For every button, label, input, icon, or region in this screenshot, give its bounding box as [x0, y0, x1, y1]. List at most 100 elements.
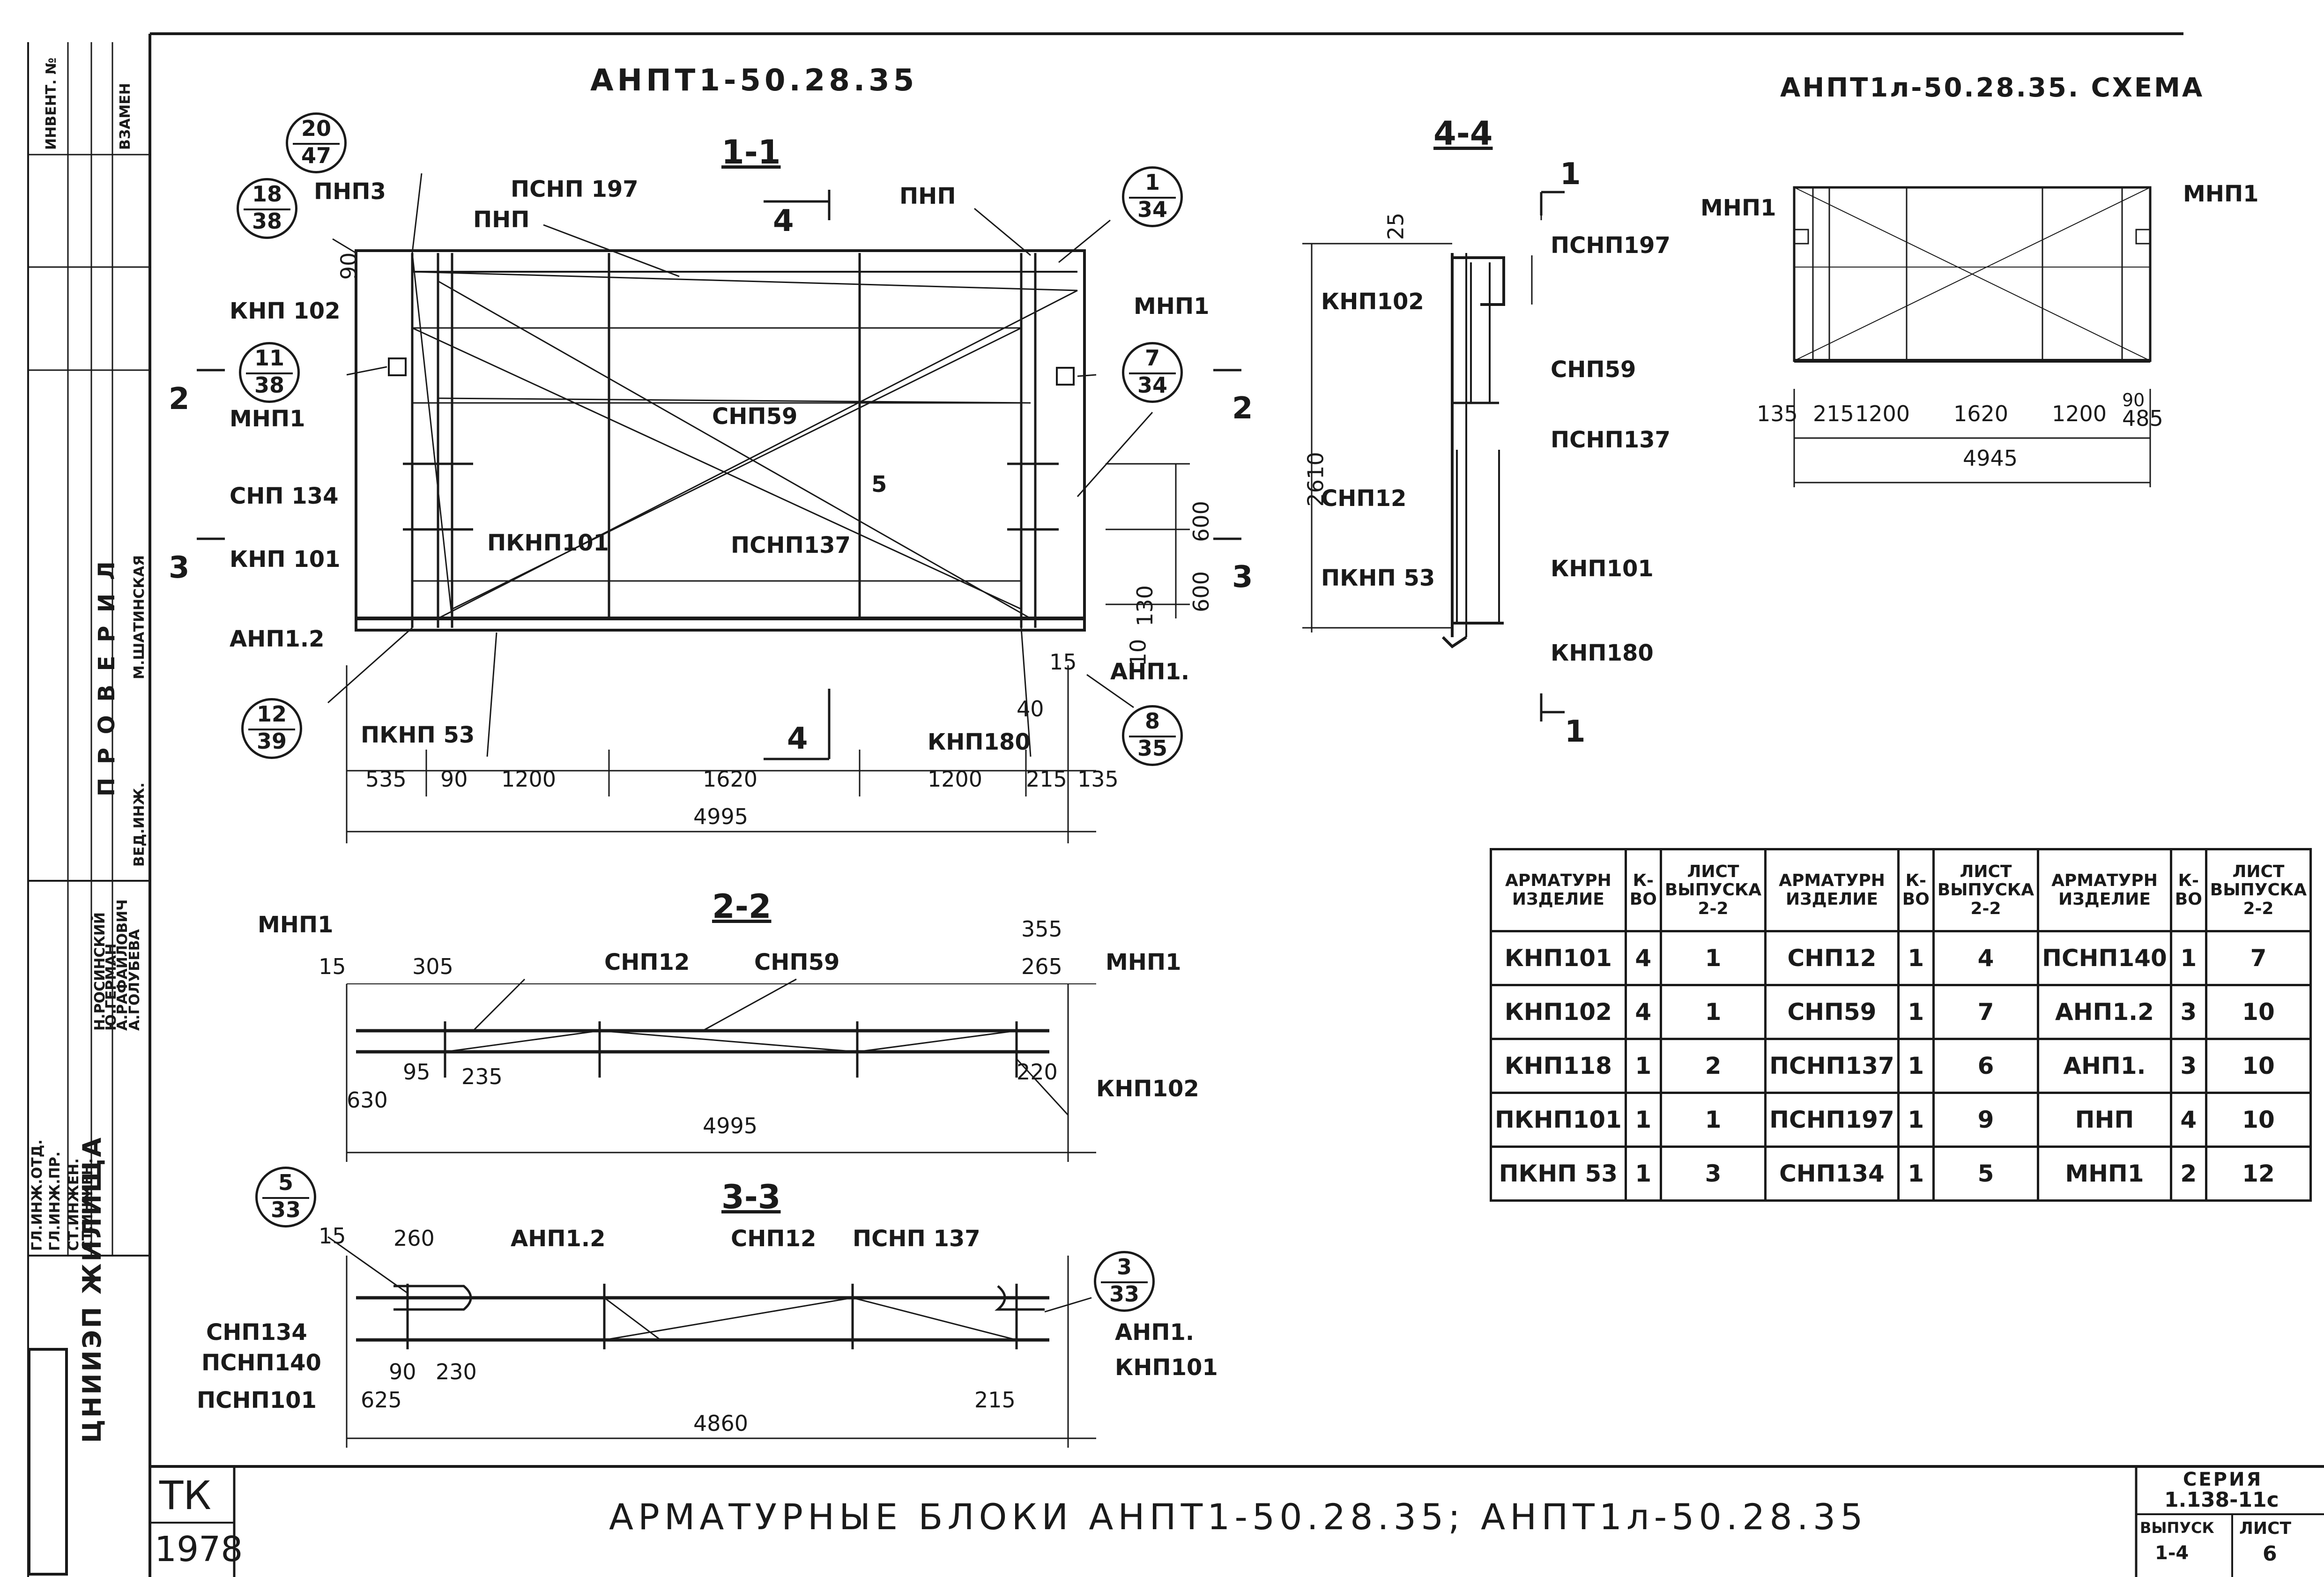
sheet-title: АРМАТУРНЫЕ БЛОКИ АНПТ1-50.28.35; АНПТ1л-… [609, 1496, 1868, 1538]
label22-snp12: СНП12 [604, 949, 690, 975]
cut-1-bottom: 1 [1565, 714, 1586, 749]
spec-cell: 10 [2205, 1092, 2312, 1148]
dim-215: 215 [1026, 766, 1067, 792]
spec-cell: 1 [1624, 1146, 1662, 1202]
label33-snp134: СНП134 [206, 1319, 307, 1346]
stamp-role-1: ГЛ.ИНЖ.ПР. [47, 1151, 63, 1251]
section-2-2-title: 2-2 [712, 887, 772, 926]
dim33-260: 260 [394, 1226, 435, 1251]
cut-mark-2-left: 2 [169, 382, 190, 417]
dim-130: 130 [1132, 585, 1158, 626]
spec-cell: 12 [2205, 1146, 2312, 1202]
spec-cell: 4 [1932, 930, 2040, 986]
org-name: ЦНИИЭП ЖИЛИЩА [77, 1135, 107, 1443]
spec-header: ЛИСТ ВЫПУСКА 2-2 [1659, 848, 1767, 932]
dim-10: 10 [1125, 639, 1151, 667]
spec-cell: 1 [1624, 1092, 1662, 1148]
label-anp12: АНП1.2 [230, 626, 325, 652]
label33-psnp140: ПСНП140 [201, 1350, 321, 1376]
dim22-220: 220 [1017, 1059, 1058, 1085]
label-psnp137: ПСНП137 [731, 532, 851, 558]
stamp-role-0: ГЛ.ИНЖ.ОТД. [29, 1139, 45, 1251]
dim33-215: 215 [974, 1387, 1016, 1413]
label-knp102: КНП 102 [230, 298, 341, 324]
stamp-invent: ИНВЕНТ. № [43, 57, 59, 150]
series-label: СЕРИЯ [2183, 1469, 2263, 1490]
spec-cell: 10 [2205, 984, 2312, 1040]
spec-cell: СНП59 [1764, 984, 1900, 1040]
dim33-230: 230 [436, 1359, 477, 1384]
schema-mnp1-left: МНП1 [1700, 195, 1776, 221]
label22-mnp1-left: МНП1 [258, 912, 334, 938]
dim22-305: 305 [412, 954, 453, 979]
sheet-label: ЛИСТ [2239, 1519, 2292, 1538]
spec-cell: 6 [1932, 1038, 2040, 1094]
label44-knp102: КНП102 [1321, 289, 1424, 315]
schema-title: АНПТ1л-50.28.35. СХЕМА [1780, 73, 2205, 103]
spec-cell: КНП101 [1490, 930, 1627, 986]
label44-psnp197: ПСНП197 [1551, 232, 1671, 259]
schema-mnp1-right: МНП1 [2183, 181, 2259, 207]
label33-anp12: АНП1.2 [511, 1226, 606, 1252]
label44-knp101: КНП101 [1551, 556, 1654, 582]
spec-cell: 5 [1932, 1146, 2040, 1202]
schema-dim-135: 135 [1757, 401, 1798, 426]
dim22-95: 95 [403, 1059, 431, 1085]
dim33-15: 15 [319, 1223, 346, 1249]
label33-knp101: КНП101 [1115, 1354, 1218, 1381]
label33-anp1: АНП1. [1115, 1319, 1195, 1346]
cut-mark-3-right: 3 [1232, 560, 1253, 595]
cut-mark-4-bottom: 4 [787, 722, 808, 756]
label-snp59: СНП59 [712, 403, 798, 430]
dim-1200-b: 1200 [928, 766, 983, 792]
org-code: ТК [159, 1473, 211, 1518]
spec-cell: 1 [2169, 930, 2207, 986]
dim-90: 90 [440, 766, 468, 792]
spec-cell: ПКНП101 [1490, 1092, 1627, 1148]
spec-cell: 3 [1659, 1146, 1767, 1202]
dim44-25: 25 [1383, 212, 1409, 240]
label44-snp59: СНП59 [1551, 357, 1636, 383]
spec-cell: ПСНП197 [1764, 1092, 1900, 1148]
issue-value: 1-4 [2155, 1542, 2189, 1564]
spec-cell: КНП102 [1490, 984, 1627, 1040]
spec-cell: ПСНП140 [2037, 930, 2172, 986]
spec-cell: 1 [1897, 1038, 1935, 1094]
spec-header-row: АРМАТУРН ИЗДЕЛИЕ К-ВО ЛИСТ ВЫПУСКА 2-2 А… [1490, 848, 2312, 932]
label22-knp102: КНП102 [1096, 1076, 1199, 1102]
schema-dim-215: 215 [1813, 401, 1854, 426]
spec-cell: МНП1 [2037, 1146, 2172, 1202]
spec-cell: 1 [1659, 984, 1767, 1040]
schema-dim-1200-a: 1200 [1855, 401, 1910, 426]
label33-psnp137: ПСНП 137 [853, 1226, 980, 1252]
org-year: 1978 [155, 1529, 243, 1570]
spec-cell: СНП12 [1764, 930, 1900, 986]
dim-total-4995: 4995 [693, 804, 749, 829]
spec-header: ЛИСТ ВЫПУСКА 2-2 [1932, 848, 2040, 932]
spec-header: АРМАТУРН ИЗДЕЛИЕ [2037, 848, 2172, 932]
stamp-vzamen: ВЗАМЕН [117, 83, 134, 150]
spec-header: К-ВО [1624, 848, 1662, 932]
spec-cell: АНП1. [2037, 1038, 2172, 1094]
label-pnp-b: ПНП [899, 183, 956, 209]
label-psnp197: ПСНП 197 [511, 176, 639, 202]
label-mnp1-left: МНП1 [230, 406, 305, 432]
schema-dim-1200-b: 1200 [2052, 401, 2107, 426]
spec-cell: 2 [2169, 1146, 2207, 1202]
dim-535: 535 [365, 766, 407, 792]
spec-cell: АНП1.2 [2037, 984, 2172, 1040]
section-4-4-title: 4-4 [1433, 114, 1493, 153]
spec-cell: 1 [1897, 1146, 1935, 1202]
label44-psnp137: ПСНП137 [1551, 427, 1671, 453]
label-pknp101: ПКНП101 [487, 530, 609, 556]
dim-600-b: 600 [1188, 571, 1214, 612]
